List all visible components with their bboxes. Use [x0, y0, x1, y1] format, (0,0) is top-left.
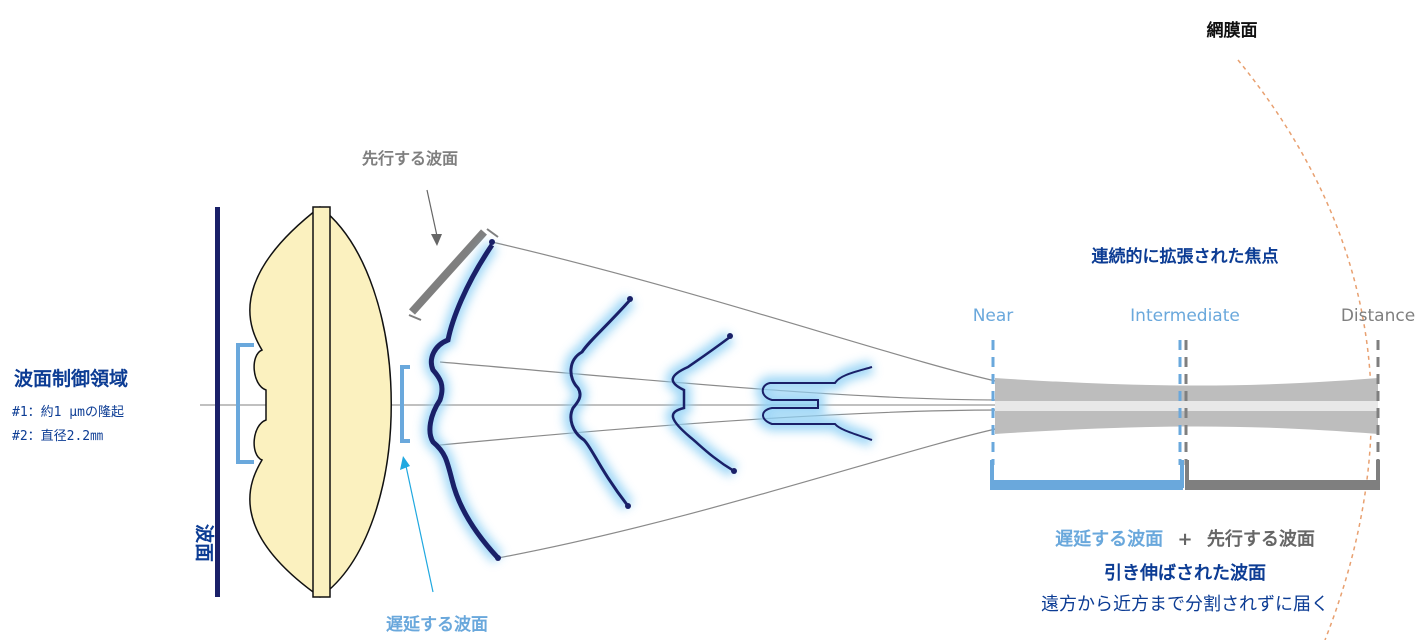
delayed-arrow	[405, 465, 434, 593]
wavefront-endpoints	[489, 239, 737, 561]
summary-delayed: 遅延する波面	[1055, 528, 1163, 550]
control-region-bracket	[236, 343, 254, 464]
summary-line-1: 遅延する波面 + 先行する波面	[1055, 528, 1315, 550]
retina-surface-curve	[1237, 59, 1373, 640]
leading-wavefront-marker	[408, 228, 499, 321]
wavefront-bar	[215, 207, 220, 597]
wavefront-2	[569, 299, 632, 507]
reach-label: 遠方から近方まで分割されずに届く	[1041, 594, 1329, 615]
intermediate-label: Intermediate	[1130, 306, 1240, 326]
control-region-label: 波面制御領域	[14, 367, 128, 390]
distance-label: Distance	[1341, 306, 1415, 326]
continuous-focus-label: 連続的に拡張された焦点	[1092, 246, 1279, 267]
leading-arrowhead	[431, 234, 442, 246]
focus-markers	[991, 340, 1380, 465]
delayed-wavefront-label: 遅延する波面	[386, 614, 488, 635]
stretched-wavefront-label: 引き伸ばされた波面	[1104, 562, 1266, 584]
ray-lines	[439, 241, 1001, 559]
wavefront-3	[671, 335, 735, 473]
summary-leading: 先行する波面	[1207, 528, 1315, 550]
wavefront-vertical-label: 波面	[193, 524, 216, 562]
delayed-bracket	[400, 365, 410, 443]
leading-arrow	[426, 189, 438, 237]
distance-range-bar	[1185, 480, 1380, 490]
wavefront-4	[761, 366, 873, 441]
spec-1: #1：約1 µmの隆起	[12, 405, 124, 420]
spec-2: #2：直径2.2㎜	[12, 429, 103, 444]
retina-label: 網膜面	[1207, 20, 1258, 41]
near-range-bar	[990, 480, 1183, 490]
wavefront-1	[427, 243, 500, 560]
lens	[249, 206, 392, 598]
focus-beam	[995, 378, 1378, 434]
leading-wavefront-top-label: 先行する波面	[362, 149, 458, 168]
near-label: Near	[973, 306, 1014, 326]
wavefront-curves	[427, 243, 873, 560]
delayed-arrowhead	[400, 456, 410, 470]
summary-plus: +	[1177, 529, 1192, 550]
wavefront-glow	[422, 241, 875, 563]
